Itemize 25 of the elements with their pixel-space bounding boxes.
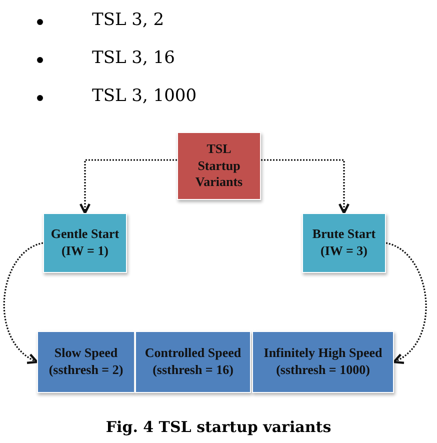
dotted-arrow (386, 242, 427, 364)
node-text: (ssthresh = 2) (48, 362, 124, 379)
speed-box (37, 331, 135, 393)
list-item: TSL 3, 2 (92, 10, 164, 30)
node-text: (IW = 3) (320, 243, 368, 260)
node-text: Controlled Speed (144, 345, 242, 362)
list-item: TSL 3, 1000 (92, 86, 197, 106)
node-text: (IW = 1) (62, 243, 108, 260)
dotted-arrow (261, 159, 350, 214)
variant-box (43, 213, 127, 273)
speed-box (135, 331, 251, 393)
dotted-arrow (4, 242, 44, 364)
node-text: Brute Start (312, 226, 376, 243)
figure-caption: Fig. 4 TSL startup variants (104, 418, 332, 436)
variant-box (302, 213, 386, 273)
node-text: (ssthresh = 1000) (276, 362, 370, 379)
list-item: TSL 3, 16 (92, 48, 175, 68)
node-text: Infinitely High Speed (264, 345, 382, 362)
node-text: Gentle Start (50, 226, 120, 243)
node-text: Slow Speed (54, 345, 118, 362)
node-text: (ssthresh = 16) (152, 362, 234, 379)
root-box (177, 132, 261, 200)
node-text: TSL Startup Variants (194, 140, 244, 192)
speed-box (252, 331, 394, 393)
dotted-arrow (79, 159, 177, 214)
